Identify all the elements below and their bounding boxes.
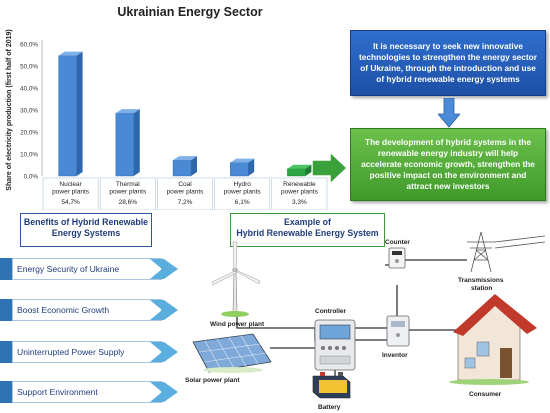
example-heading-line2: Hybrid Renewable Energy System (236, 228, 379, 238)
bar-top (58, 51, 83, 56)
bar-side (191, 156, 197, 176)
chart-title: Ukrainian Energy Sector (117, 5, 263, 19)
y-tick-label: 60,0% (20, 41, 38, 48)
benefit-marker (0, 341, 12, 363)
category-cell (214, 177, 271, 210)
bar-top (173, 156, 197, 161)
y-tick-label: 0,0% (24, 173, 39, 180)
benefit-marker (0, 258, 12, 280)
bar-top (230, 158, 255, 163)
solar-panel-icon (192, 333, 272, 373)
category-cell (42, 177, 99, 210)
battery-label: Battery (318, 404, 341, 411)
battery-icon (312, 372, 351, 399)
category-label: Nuclear (59, 181, 82, 188)
category-cell (157, 177, 213, 210)
data-label: 3,3% (292, 199, 307, 206)
benefit-item: Uninterrupted Power Supply (12, 341, 162, 363)
development-text: The development of hybrid systems in the… (361, 137, 535, 191)
chevron-right-icon (150, 300, 178, 320)
controller-label: Controller (315, 308, 347, 315)
benefits-heading-line2: Energy Systems (51, 228, 121, 238)
bar (287, 168, 306, 177)
house-icon (449, 294, 537, 385)
chevron-right-icon (150, 382, 178, 402)
category-label: power plants (52, 189, 90, 196)
bar-chart: 0,0% 10,0% 20,0% 30,0% 40,0% 50,0% 60,0% Share … (6, 29, 328, 210)
bar-side (133, 109, 140, 176)
transmission-label-1: Transmissions (458, 277, 504, 284)
benefit-item: Energy Security of Ukraine (12, 258, 162, 280)
category-cell (99, 177, 156, 210)
counter-label: Counter (385, 239, 410, 246)
bar-top (115, 109, 140, 114)
controller-icon (314, 319, 356, 371)
bar (115, 112, 135, 177)
meter-icon (388, 247, 406, 269)
innovation-box: It is necessary to seek new innovative t… (350, 30, 546, 96)
category-label: Thermal (116, 181, 140, 188)
benefit-item: Support Environment (12, 381, 162, 403)
hybrid-system-diagram: Wind power plant Solar power plant Contr… (185, 231, 546, 411)
bar-side (305, 164, 312, 176)
chevron-right-icon (150, 342, 178, 362)
bar (58, 55, 77, 177)
example-heading-line1: Example of (284, 217, 331, 227)
benefits-heading: Benefits of Hybrid Renewable Energy Syst… (20, 213, 152, 247)
benefit-marker (0, 381, 12, 403)
category-label: power plants (109, 189, 147, 196)
right-arrow-icon (312, 151, 348, 185)
solar-label: Solar power plant (185, 377, 240, 384)
category-cell (271, 177, 328, 210)
category-label: power plants (224, 189, 262, 196)
bar-top (287, 164, 312, 169)
transmission-label-2: station (471, 285, 492, 292)
example-heading: Example of Hybrid Renewable Energy Syste… (230, 213, 385, 247)
y-tick-label: 50,0% (20, 63, 38, 70)
wind-label: Wind power plant (210, 321, 265, 328)
wind-turbine-icon (211, 241, 261, 317)
category-label: Hydro (234, 181, 252, 188)
data-label: 28,6% (119, 199, 138, 206)
transmission-tower-icon (467, 231, 546, 273)
inventor-label: Inventor (382, 352, 408, 359)
bar (172, 159, 192, 177)
data-label: 6,1% (235, 199, 250, 206)
down-arrow-icon (438, 98, 460, 128)
bar-side (248, 158, 255, 176)
category-label: Coal (178, 181, 192, 188)
benefit-item: Boost Economic Growth (12, 299, 162, 321)
category-label: power plants (167, 189, 205, 196)
y-axis-label: Share of electricity production (first h… (6, 29, 13, 190)
inverter-icon (386, 315, 410, 347)
benefits-heading-line1: Benefits of Hybrid Renewable (23, 217, 149, 227)
category-label: power plants (281, 189, 319, 196)
y-tick-label: 10,0% (20, 151, 38, 158)
y-tick-label: 40,0% (20, 85, 38, 92)
bar-side (76, 51, 83, 176)
data-label: 54,7% (61, 199, 80, 206)
y-tick-label: 30,0% (20, 107, 38, 114)
innovation-text: It is necessary to seek new innovative t… (359, 41, 537, 84)
consumer-label: Consumer (469, 391, 502, 398)
chevron-right-icon (150, 259, 178, 279)
data-label: 7,2% (178, 199, 193, 206)
y-tick-label: 20,0% (20, 129, 38, 136)
bar (229, 162, 249, 177)
benefit-marker (0, 299, 12, 321)
category-label: Renewable (283, 181, 316, 188)
development-box: The development of hybrid systems in the… (350, 128, 546, 201)
